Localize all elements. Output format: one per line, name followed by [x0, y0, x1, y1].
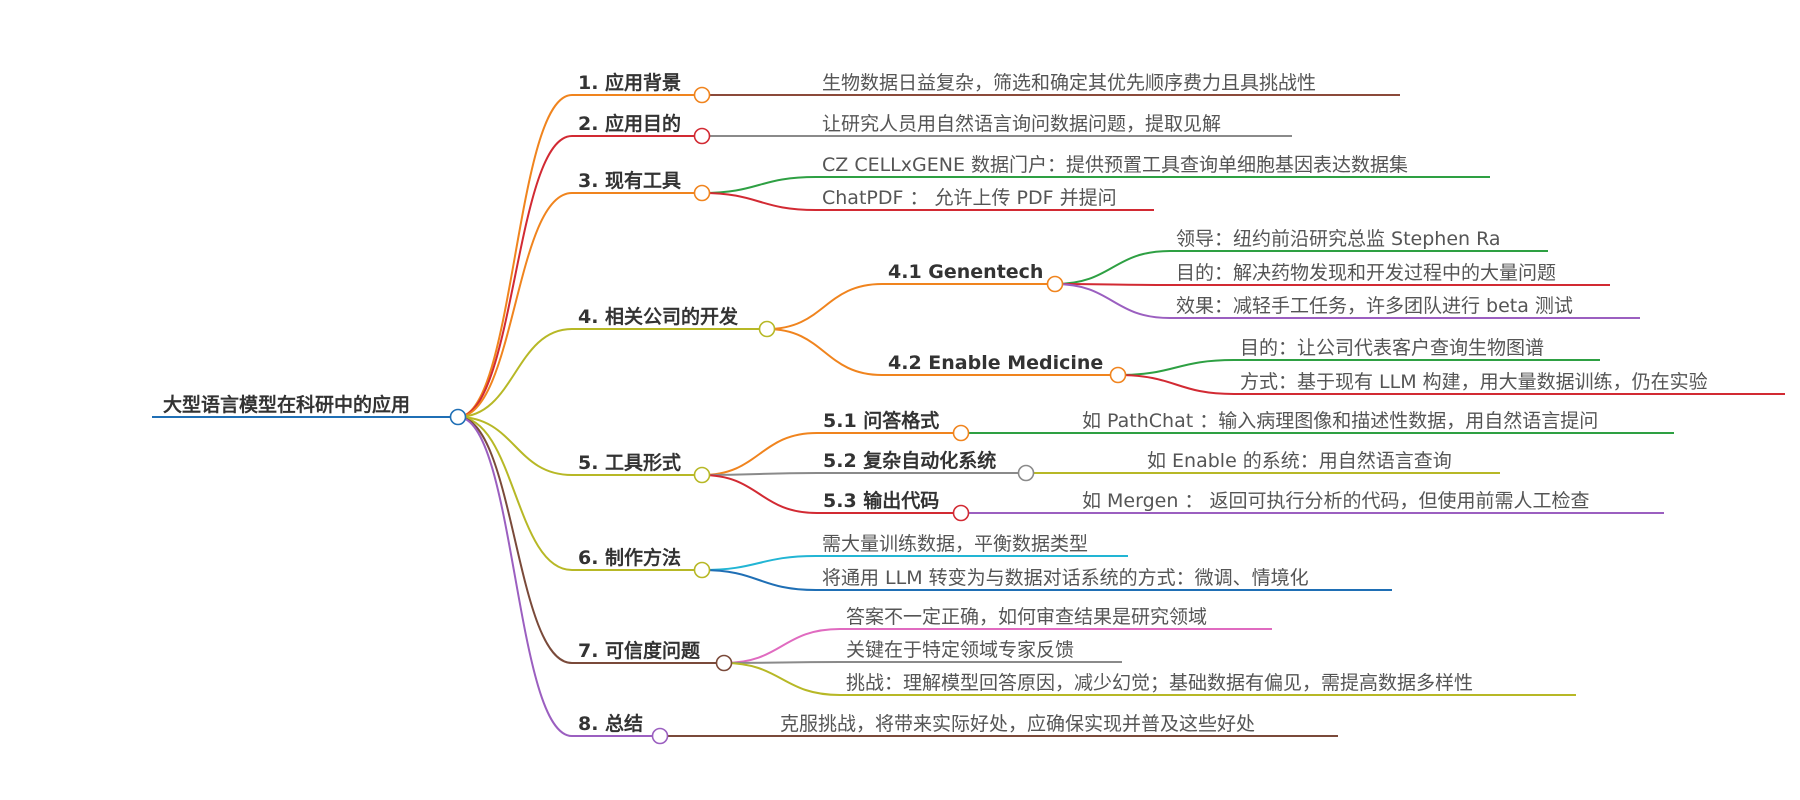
- subtopic-s52[interactable]: 5.2 复杂自动化系统: [823, 449, 996, 472]
- branch-topic-7[interactable]: 7. 可信度问题: [578, 639, 700, 662]
- branch-topic-5[interactable]: 5. 工具形式: [578, 451, 681, 474]
- branch-topic-6[interactable]: 6. 制作方法: [578, 546, 681, 569]
- branch-topic-1[interactable]: 1. 应用背景: [578, 71, 681, 94]
- branch-toggle-dot[interactable]: [651, 727, 669, 745]
- leaf-topic: 领导：纽约前沿研究总监 Stephen Ra: [1176, 228, 1501, 250]
- leaf-topic: 目的：解决药物发现和开发过程中的大量问题: [1176, 262, 1556, 284]
- leaf-topic: 效果：减轻手工任务，许多团队进行 beta 测试: [1176, 295, 1573, 317]
- leaf-topic: 将通用 LLM 转变为与数据对话系统的方式：微调、情境化: [822, 567, 1309, 589]
- leaf-connector: [701, 192, 817, 211]
- leaf-topic: 如 Mergen ： 返回可执行分析的代码，但使用前需人工检查: [1082, 490, 1589, 512]
- subtopic-connector: [766, 328, 883, 376]
- branch-topic-3[interactable]: 3. 现有工具: [578, 169, 681, 192]
- branch-topic-2[interactable]: 2. 应用目的: [578, 112, 681, 135]
- branch-connector-3: [457, 192, 573, 418]
- branch-toggle-dot[interactable]: [693, 561, 711, 579]
- mindmap-nodes: 大型语言模型在科研中的应用 1. 应用背景 生物数据日益复杂，筛选和确定其优先顺序费…: [163, 71, 1708, 745]
- subtopic-toggle-dot[interactable]: [952, 504, 970, 522]
- branch-toggle-dot[interactable]: [693, 127, 711, 145]
- leaf-topic: 克服挑战，将带来实际好处，应确保实现并普及这些好处: [780, 713, 1255, 735]
- leaf-topic: 方式：基于现有 LLM 构建，用大量数据训练，仍在实验: [1240, 371, 1708, 393]
- branch-toggle-dot[interactable]: [758, 320, 776, 338]
- branch-topic-4[interactable]: 4. 相关公司的开发: [578, 305, 739, 328]
- leaf-topic: 让研究人员用自然语言询问数据问题，提取见解: [822, 113, 1221, 135]
- subtopic-s51[interactable]: 5.1 问答格式: [823, 409, 939, 432]
- branch-connector-7: [457, 416, 573, 664]
- subtopic-toggle-dot[interactable]: [1109, 366, 1127, 384]
- leaf-connector: [1117, 359, 1235, 376]
- leaf-connector: [701, 555, 817, 571]
- leaf-topic: ChatPDF ： 允许上传 PDF 并提问: [822, 187, 1117, 209]
- subtopic-toggle-dot[interactable]: [1046, 275, 1064, 293]
- subtopic-s42[interactable]: 4.2 Enable Medicine: [888, 352, 1103, 374]
- leaf-topic: 答案不一定正确，如何审查结果是研究领域: [846, 606, 1207, 628]
- branch-connector-4: [457, 328, 573, 418]
- branch-connector-1: [457, 94, 573, 418]
- leaf-connector: [723, 661, 841, 664]
- subtopic-s41[interactable]: 4.1 Genentech: [888, 261, 1043, 283]
- subtopic-toggle-dot[interactable]: [1017, 464, 1035, 482]
- branch-connector-2: [457, 135, 573, 418]
- subtopic-toggle-dot[interactable]: [952, 424, 970, 442]
- leaf-topic: 如 Enable 的系统：用自然语言查询: [1147, 450, 1452, 472]
- subtopic-connector: [701, 432, 818, 476]
- leaf-connector: [723, 628, 841, 664]
- leaf-topic: 需大量训练数据，平衡数据类型: [822, 533, 1088, 555]
- leaf-topic: 生物数据日益复杂，筛选和确定其优先顺序费力且具挑战性: [822, 72, 1316, 94]
- branch-connector-8: [457, 416, 573, 737]
- leaf-topic: 如 PathChat ：输入病理图像和描述性数据，用自然语言提问: [1082, 410, 1598, 432]
- subtopic-connector: [766, 283, 883, 330]
- leaf-topic: 目的：让公司代表客户查询生物图谱: [1240, 337, 1544, 359]
- root-topic[interactable]: 大型语言模型在科研中的应用: [163, 393, 410, 416]
- leaf-connector: [1054, 283, 1171, 286]
- leaf-connector: [1117, 374, 1235, 395]
- branch-topic-8[interactable]: 8. 总结: [578, 712, 643, 735]
- leaf-topic: 挑战：理解模型回答原因，减少幻觉；基础数据有偏见，需提高数据多样性: [846, 672, 1473, 694]
- branch-connector-6: [457, 416, 573, 571]
- leaf-topic: 关键在于特定领域专家反馈: [846, 639, 1074, 661]
- branch-toggle-dot[interactable]: [693, 466, 711, 484]
- leaf-connector: [1054, 250, 1171, 285]
- leaf-topic: CZ CELLxGENE 数据门户：提供预置工具查询单细胞基因表达数据集: [822, 154, 1408, 176]
- subtopic-connector: [701, 474, 818, 514]
- branch-toggle-dot[interactable]: [693, 184, 711, 202]
- branch-toggle-dot[interactable]: [693, 86, 711, 104]
- branch-connector-5: [457, 416, 573, 476]
- subtopic-connector: [701, 472, 818, 476]
- subtopic-s53[interactable]: 5.3 输出代码: [823, 489, 939, 512]
- branch-toggle-dot[interactable]: [715, 654, 733, 672]
- leaf-connector: [723, 662, 841, 696]
- leaf-connector: [1054, 283, 1171, 319]
- leaf-connector: [701, 176, 817, 194]
- root-toggle-dot[interactable]: [449, 408, 467, 426]
- leaf-connector: [701, 569, 817, 591]
- connector-lines: [152, 93, 1785, 738]
